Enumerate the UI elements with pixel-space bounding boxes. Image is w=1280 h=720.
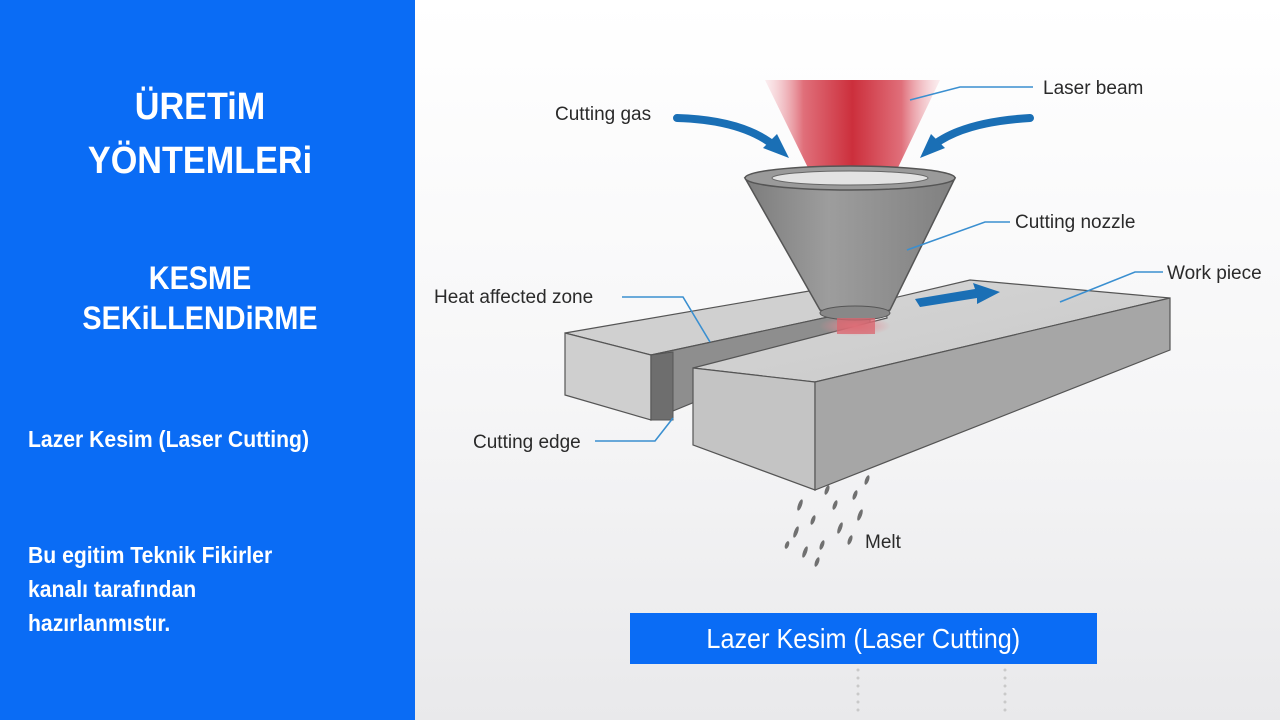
series-title-line-2: YÖNTEMLERi xyxy=(87,140,313,182)
label-heat-affected-zone: Heat affected zone xyxy=(434,287,593,308)
credit-line-3: hazırlanmıstır. xyxy=(28,610,171,636)
laser-cutting-diagram: Cutting gas Laser beam Cutting nozzle Wo… xyxy=(434,78,1262,567)
label-cutting-edge: Cutting edge xyxy=(473,432,581,453)
caption-bar: Lazer Kesim (Laser Cutting) xyxy=(630,613,1097,664)
topic-title-line-2: SEKiLLENDiRME xyxy=(82,300,318,336)
laser-beam xyxy=(765,80,940,178)
topic-title: KESME SEKiLLENDiRME xyxy=(20,258,380,338)
label-cutting-gas: Cutting gas xyxy=(555,104,651,125)
right-work-piece-block xyxy=(692,279,1171,491)
melt-particles xyxy=(784,475,870,567)
credit-line-2: kanalı tarafından xyxy=(28,576,197,602)
label-cutting-nozzle: Cutting nozzle xyxy=(1015,212,1135,233)
method-label: Lazer Kesim (Laser Cutting) xyxy=(28,426,310,452)
cutting-gas-arrowhead-right xyxy=(920,134,945,158)
cutting-gas-arrowhead-left xyxy=(763,134,789,158)
feed-direction-arrow xyxy=(915,283,1000,307)
cutting-nozzle xyxy=(743,165,957,321)
credit-text: Bu egitim Teknik Fikirler kanalı tarafın… xyxy=(28,538,341,640)
series-title: ÜRETiM YÖNTEMLERi xyxy=(20,80,380,188)
diagram-area: Cutting gas Laser beam Cutting nozzle Wo… xyxy=(415,0,1280,720)
credit-line-1: Bu egitim Teknik Fikirler xyxy=(28,542,273,568)
label-work-piece: Work piece xyxy=(1167,263,1262,284)
sidebar: ÜRETiM YÖNTEMLERi KESME SEKiLLENDiRME La… xyxy=(0,0,415,720)
series-title-line-1: ÜRETiM xyxy=(134,86,266,128)
leader-lines xyxy=(595,86,1163,442)
topic-title-line-1: KESME xyxy=(148,260,252,296)
caption-text: Lazer Kesim (Laser Cutting) xyxy=(706,622,1021,654)
label-melt: Melt xyxy=(865,532,902,553)
laser-cut-point xyxy=(837,318,875,334)
label-laser-beam: Laser beam xyxy=(1043,78,1143,99)
caption-shadow-dots xyxy=(856,668,1007,712)
